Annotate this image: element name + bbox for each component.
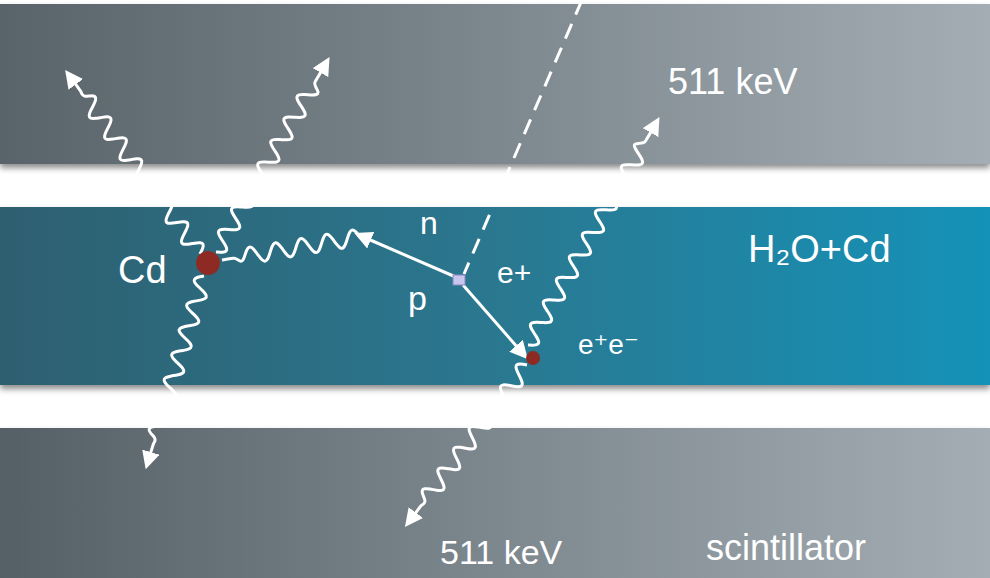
annihilation-dot: [526, 351, 540, 365]
positron-track: [463, 285, 518, 348]
interaction-vertex: [453, 275, 465, 285]
particle-label: e+: [497, 256, 531, 289]
cd-capture-dot: [196, 251, 220, 275]
photon-line: [528, 130, 652, 345]
photon-line: [222, 230, 360, 261]
particle-label: e⁺e⁻: [578, 330, 639, 361]
photon-line: [149, 276, 206, 455]
particle-label: n: [420, 206, 438, 241]
photon-line: [74, 82, 203, 254]
neutrino-track: [464, 0, 582, 274]
particle-label: p: [408, 280, 427, 317]
scintillator-band: 511 keV: [0, 4, 990, 164]
neutron-track: [368, 239, 458, 278]
photon-line: [414, 364, 527, 515]
photon-line: [216, 70, 322, 252]
photon-lines: [74, 70, 652, 515]
band-label: H₂O+Cd: [748, 229, 891, 271]
band-label: scintillator: [706, 528, 866, 568]
band-label: 511 keV: [668, 62, 797, 102]
energy-label: 511 keV: [440, 534, 562, 571]
water-cadmium-band: H₂O+Cd: [0, 207, 990, 385]
element-label: Cd: [118, 250, 167, 292]
